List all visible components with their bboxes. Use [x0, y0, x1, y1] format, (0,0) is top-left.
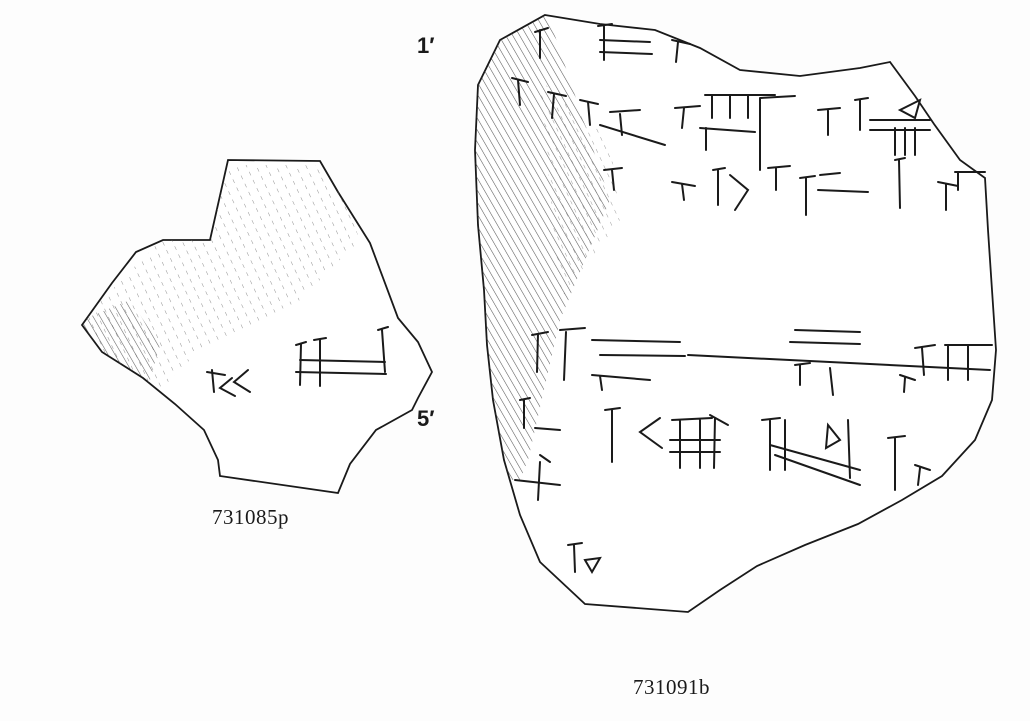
fragment-caption-left: 731085p: [212, 505, 289, 529]
right-cuneiform-signs: [511, 23, 993, 574]
line-number-1-prime: 1′: [417, 33, 435, 58]
right-broken-edge-shading: [475, 15, 620, 480]
line-number-5-prime: 5′: [417, 406, 435, 431]
fragment-731085p: [80, 159, 434, 494]
left-cuneiform-signs: [206, 326, 389, 397]
fragment-caption-right: 731091b: [633, 675, 710, 699]
fragment-731091b: [474, 14, 997, 613]
